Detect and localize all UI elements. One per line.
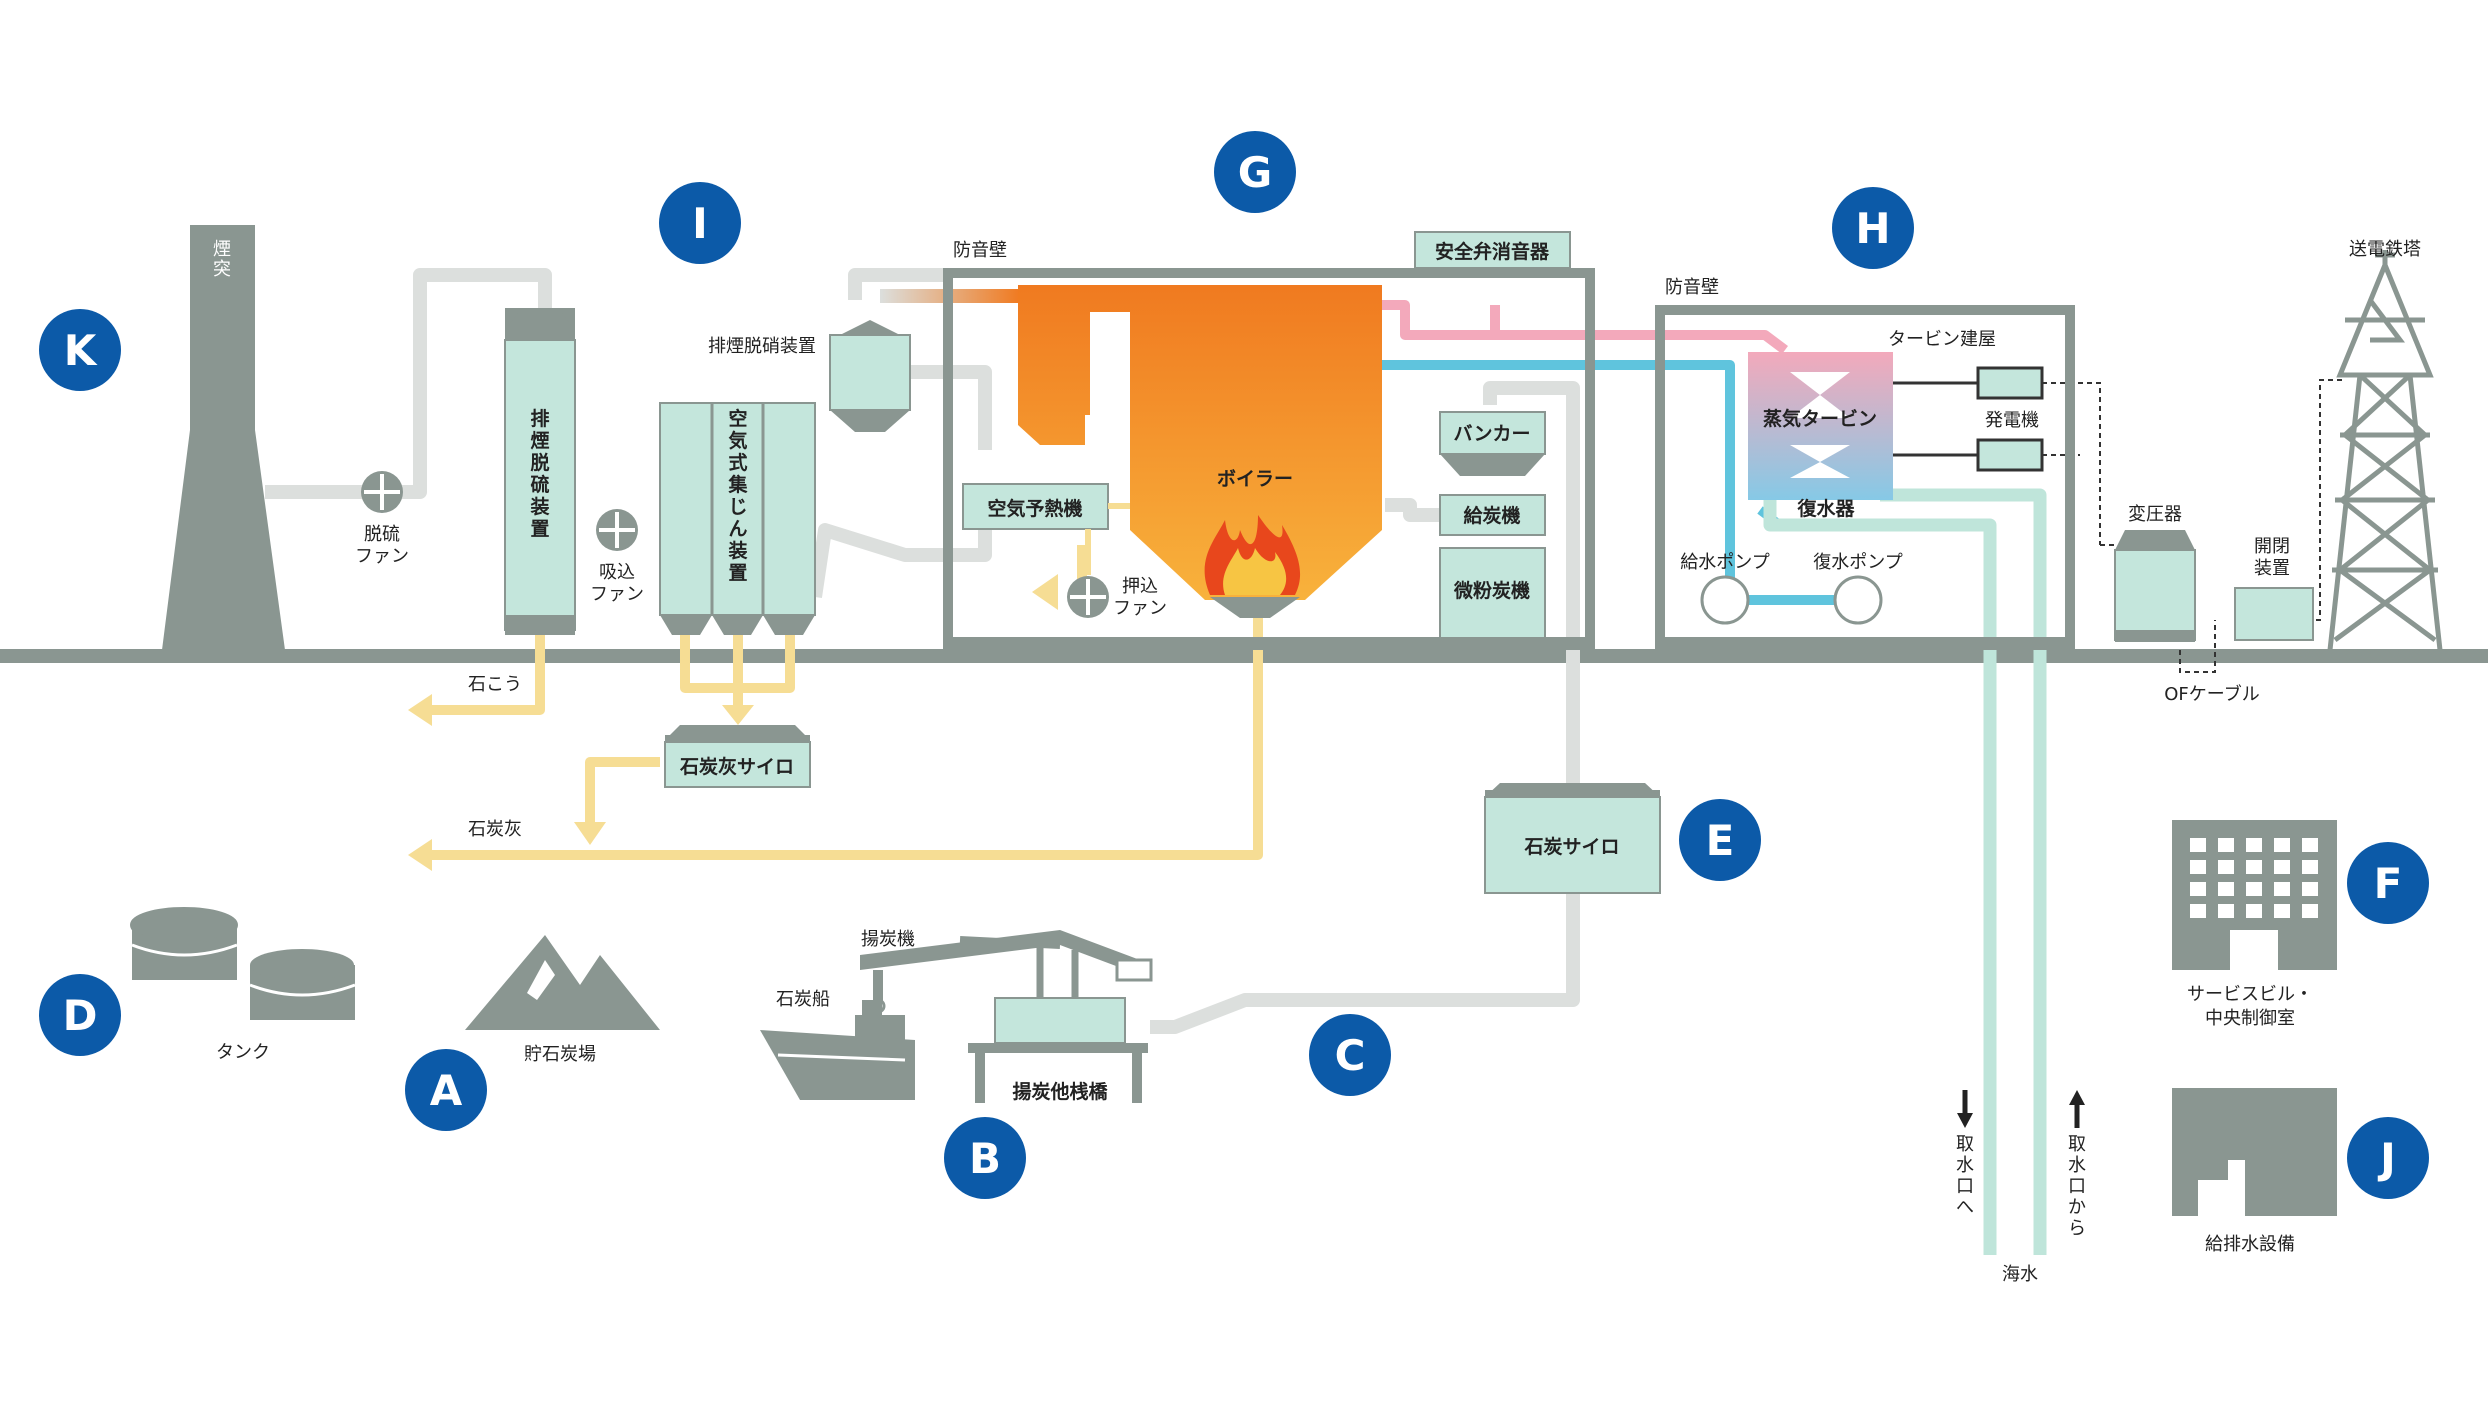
flue-gas-pipes: [265, 268, 1580, 1034]
generator-label: 発電機: [1985, 410, 2039, 431]
generator-1: [1976, 366, 2044, 400]
coal-ash-label: 石炭灰: [468, 819, 522, 840]
seawater-label: 海水: [2002, 1264, 2038, 1285]
marker-e: E: [1679, 799, 1761, 881]
coal-yard: [465, 935, 660, 1030]
water-facility-label: 給排水設備: [2205, 1234, 2295, 1255]
air-preheater-label: 空気予熱機: [987, 497, 1082, 520]
marker-label: C: [1335, 1031, 1366, 1080]
condensate-pump: [1833, 575, 1883, 625]
marker-label: K: [64, 326, 98, 375]
bunker: [1439, 411, 1546, 455]
pier-conveyor: [994, 997, 1126, 1044]
marker-label: E: [1706, 816, 1735, 865]
desulfurization-fan-label: 脱硫ファン: [355, 524, 409, 567]
tower-label: 送電鉄塔: [2349, 239, 2421, 260]
marker-label: I: [692, 199, 708, 248]
turbine-building-label: タービン建屋: [1888, 329, 1996, 350]
denitrator-label: 排煙脱硝装置: [708, 336, 816, 357]
marker-label: G: [1238, 148, 1272, 197]
marker-d: D: [39, 974, 121, 1056]
coal-silo: [1484, 796, 1661, 894]
coal-ash-silo-label: 石炭灰サイロ: [679, 755, 794, 778]
unloader-label: 揚炭機: [861, 929, 915, 950]
coal-ash-silo: [664, 741, 811, 788]
coal-feeder: [1439, 494, 1546, 536]
boiler-label: ボイラー: [1217, 468, 1293, 490]
soundwall-left-label: 防音壁: [953, 240, 1007, 261]
marker-g: G: [1214, 131, 1296, 213]
condensate-pump-label: 復水ポンプ: [1813, 552, 1902, 573]
transformer: [2114, 549, 2196, 641]
pier-label: 揚炭他桟橋: [1012, 1080, 1108, 1103]
condenser-label: 復水器: [1796, 497, 1855, 520]
transformer-label: 変圧器: [2128, 504, 2182, 525]
marker-a: A: [405, 1049, 487, 1131]
esp-label: 空気式集じん装置: [727, 407, 748, 584]
ash-pipes: [420, 545, 1263, 860]
chimney: [162, 225, 285, 650]
coal-unloader: [860, 930, 1153, 1014]
to-intake-arrow: [1957, 1090, 1973, 1128]
marker-label: B: [969, 1134, 1001, 1183]
marker-j: J: [2347, 1117, 2429, 1199]
steam-turbine-label: 蒸気タービン: [1763, 407, 1877, 430]
marker-k: K: [39, 309, 121, 391]
pulverizer: [1439, 547, 1546, 639]
flue-gas-denitrator: [829, 334, 911, 411]
marker-b: B: [944, 1117, 1026, 1199]
intake-fan-label: 吸込ファン: [590, 562, 644, 605]
coal-silo-label: 石炭サイロ: [1523, 836, 1619, 858]
push-fan-intake: [1032, 574, 1058, 610]
marker-label: D: [63, 991, 98, 1040]
of-cable-label: OFケーブル: [2164, 683, 2259, 705]
marker-label: J: [2377, 1134, 2396, 1183]
pulverizer-label: 微粉炭機: [1453, 579, 1530, 602]
coal-yard-label: 貯石炭場: [524, 1044, 596, 1065]
marker-label: F: [2374, 859, 2403, 908]
soundwall-right-label: 防音壁: [1665, 277, 1719, 298]
pier: [968, 1043, 1148, 1053]
coal-ship: [760, 1000, 915, 1100]
service-building-label: サービスビル・中央制御室: [2187, 984, 2313, 1029]
bunker-label: バンカー: [1454, 423, 1531, 445]
from-intake-arrow: [2069, 1090, 2085, 1128]
switchgear: [2234, 587, 2314, 641]
desulfurizer-label: 排煙脱硫装置: [529, 407, 549, 540]
transmission-tower: [2327, 250, 2443, 651]
ash-arrowheads: [408, 574, 1058, 871]
chimney-label: 煙突: [213, 239, 231, 280]
marker-f: F: [2347, 842, 2429, 924]
marker-c: C: [1309, 1014, 1391, 1096]
air-preheater: [962, 483, 1109, 530]
turbine-blades: [1790, 372, 1850, 478]
marker-label: A: [430, 1066, 463, 1115]
from-intake-label: 取水口から: [2068, 1134, 2086, 1239]
safety-valve-muffler: [1414, 231, 1571, 269]
marker-i: I: [659, 182, 741, 264]
service-building: [2172, 820, 2337, 970]
feedwater-pump-label: 給水ポンプ: [1680, 552, 1769, 573]
tanks: [130, 907, 356, 1020]
ground-line: [0, 649, 2488, 663]
water-facility: [2172, 1088, 2337, 1216]
push-fan-label: 押込ファン: [1113, 576, 1167, 619]
area-markers: A B C D E F G H I J K: [39, 131, 2429, 1199]
feedwater-pump: [1700, 575, 1750, 625]
coal-ship-label: 石炭船: [776, 989, 830, 1010]
generator-2: [1976, 438, 2044, 472]
burner-flame: [1204, 515, 1301, 618]
boiler: [1018, 285, 1382, 600]
marker-label: H: [1855, 204, 1890, 253]
safety-valve-muffler-label: 安全弁消音器: [1435, 240, 1550, 263]
marker-h: H: [1832, 187, 1914, 269]
gypsum-label: 石こう: [468, 674, 522, 695]
to-intake-label: 取水口へ: [1956, 1134, 1974, 1218]
switchgear-label: 開閉装置: [2254, 536, 2290, 579]
coal-feeder-label: 給炭機: [1463, 504, 1520, 527]
seawater-pipes: [1763, 488, 2047, 1255]
tank-label: タンク: [216, 1042, 270, 1063]
